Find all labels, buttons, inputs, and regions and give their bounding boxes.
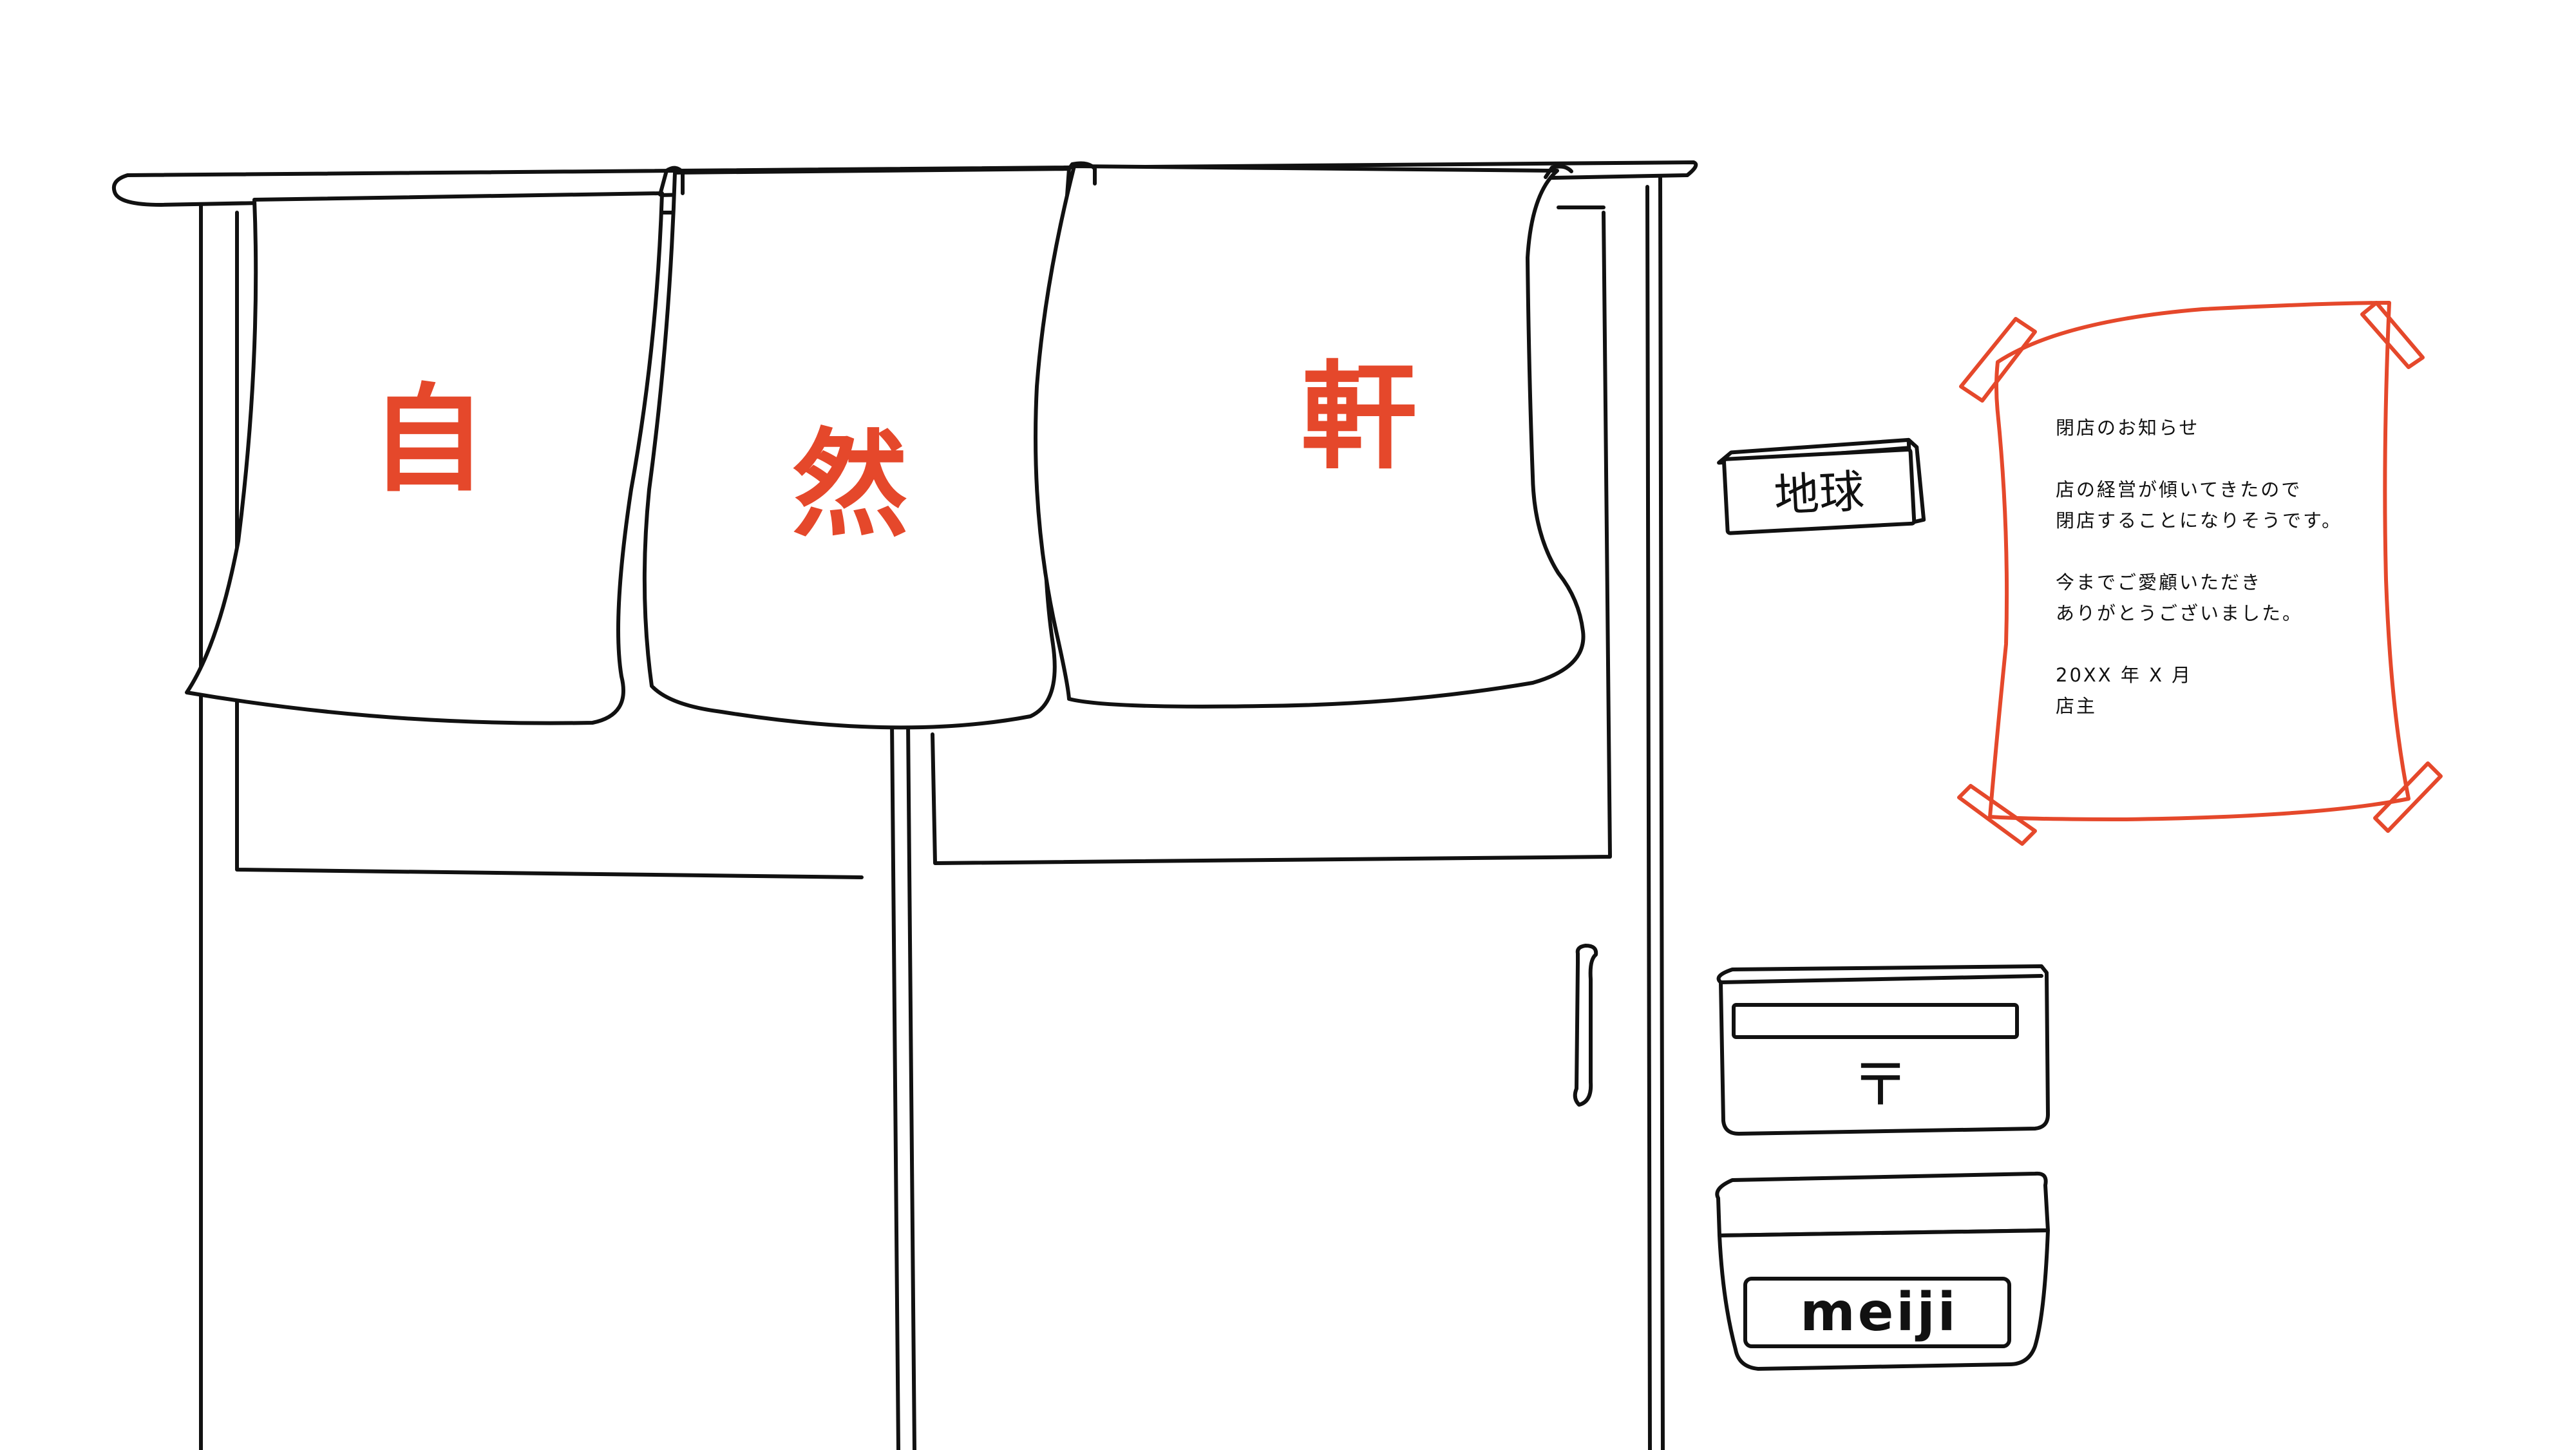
notice-text-block: 閉店のお知らせ 店の経営が傾いてきたので 閉店することになりそうです。 今までご…	[2056, 412, 2391, 721]
notice-spacer	[2056, 443, 2391, 474]
door-frame	[199, 172, 1665, 1450]
noren-char-right: 軒	[1301, 350, 1417, 485]
name-plate-text: 地球	[1773, 465, 1866, 522]
noren-panel-right[interactable]	[1034, 164, 1586, 709]
tape-top-left	[1959, 317, 2037, 403]
door-right-panel-edge	[931, 211, 1612, 865]
mailbox: 〒	[1716, 964, 2050, 1136]
noren-loop-center	[1067, 161, 1097, 186]
tape-bottom-left	[1957, 784, 2037, 846]
name-plate: 地球	[1717, 437, 1926, 535]
noren-loop-left	[658, 166, 685, 196]
mailbox-top-edge	[1719, 974, 2043, 984]
noren-loop-right	[1544, 164, 1573, 179]
door-center-rail-a	[890, 720, 900, 1450]
notice-title: 閉店のお知らせ	[2056, 417, 2200, 439]
notice-signature: 店主	[2056, 695, 2098, 717]
noren-char-left: 自	[370, 373, 486, 508]
closing-notice	[1957, 301, 2443, 846]
tape-top-right	[2360, 301, 2425, 369]
frame-right-post-outer	[1658, 172, 1665, 1450]
sliding-doors	[235, 205, 1612, 1450]
door-left-panel-edge	[235, 211, 864, 879]
notice-body-line1: 店の経営が傾いてきたので	[2056, 479, 2302, 501]
milk-box: meiji	[1715, 1171, 2050, 1371]
mailbox-slot[interactable]	[1732, 1003, 2019, 1039]
notice-spacer	[2056, 629, 2391, 660]
tape-bottom-right	[2373, 761, 2443, 833]
notice-spacer	[2056, 536, 2391, 567]
milk-brand-label: meiji	[1800, 1282, 1958, 1343]
door-center-rail-b	[906, 720, 916, 1450]
name-plate-face	[1722, 447, 1917, 535]
frame-right-post-inner	[1645, 185, 1652, 1450]
noren-curtain[interactable]: 自 然 軒	[185, 161, 1586, 730]
notice-thanks-line2: ありがとうございました。	[2056, 602, 2304, 624]
postal-mark-icon: 〒	[1852, 1051, 1909, 1119]
notice-thanks-line1: 今までご愛顧いただき	[2056, 571, 2262, 593]
notice-body-line2: 閉店することになりそうです。	[2056, 510, 2343, 531]
milk-box-lid	[1715, 1171, 2050, 1237]
door-handle[interactable]	[1573, 944, 1598, 1107]
notice-date: 20XX 年 X 月	[2056, 664, 2193, 686]
noren-char-center: 然	[792, 418, 908, 553]
milk-box-label-plate	[1743, 1277, 2011, 1348]
noren-panel-left[interactable]	[185, 191, 664, 725]
notice-paper-outline	[1988, 301, 2410, 821]
